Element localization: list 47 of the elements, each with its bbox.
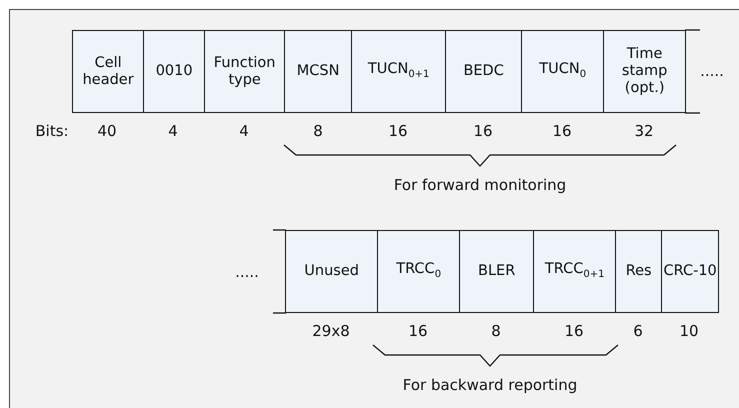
bit-count: 8 (313, 122, 323, 140)
field-name: Unused (304, 263, 359, 280)
field-cell (445, 30, 522, 113)
field-name: TRCC$_{0+1}$ (544, 260, 604, 282)
bit-count: 29x8 (312, 322, 350, 340)
field-name: Res (626, 263, 652, 280)
field-cell (284, 30, 352, 113)
field-cell (143, 30, 206, 113)
field-name: BEDC (463, 63, 504, 80)
bit-count: 16 (388, 122, 408, 140)
field-cell (72, 30, 144, 113)
field-cell (615, 230, 662, 313)
bit-count: 8 (491, 322, 501, 340)
field-name: Function type (212, 54, 276, 88)
bit-count: 4 (168, 122, 178, 140)
bit-count: 16 (473, 122, 493, 140)
bit-count: 40 (97, 122, 117, 140)
field-cell (285, 230, 378, 313)
row-label: Bits: (35, 122, 69, 140)
bit-count: 4 (239, 122, 249, 140)
field-cell (351, 30, 446, 113)
continuation-dots: ..... (235, 263, 259, 281)
field-cell (533, 230, 616, 313)
field-cell (377, 230, 460, 313)
field-name: TUCN$_{0+1}$ (368, 60, 430, 82)
field-cell (459, 230, 534, 313)
bit-count: 16 (408, 322, 428, 340)
bit-count: 32 (634, 122, 654, 140)
field-cell (603, 30, 686, 113)
bit-count: 16 (552, 122, 572, 140)
bracket-caption: For forward monitoring (394, 176, 566, 194)
field-name: CRC-10 (664, 263, 717, 280)
field-cell (204, 30, 286, 113)
bit-count: 10 (679, 322, 699, 340)
field-name: 0010 (156, 63, 193, 80)
field-name: Cell header (82, 54, 135, 88)
continuation-dots: ..... (700, 62, 724, 80)
bit-count: 6 (633, 322, 643, 340)
field-name: BLER (478, 263, 516, 280)
field-name: Time stamp (opt.) (620, 46, 668, 97)
bracket-caption: For backward reporting (402, 376, 578, 394)
field-cell (661, 230, 720, 313)
field-name: TRCC$_{0}$ (396, 260, 442, 282)
field-cell (521, 30, 604, 113)
field-name: MCSN (296, 63, 340, 80)
bit-count: 16 (564, 322, 584, 340)
field-name: TUCN$_{0}$ (539, 60, 586, 82)
